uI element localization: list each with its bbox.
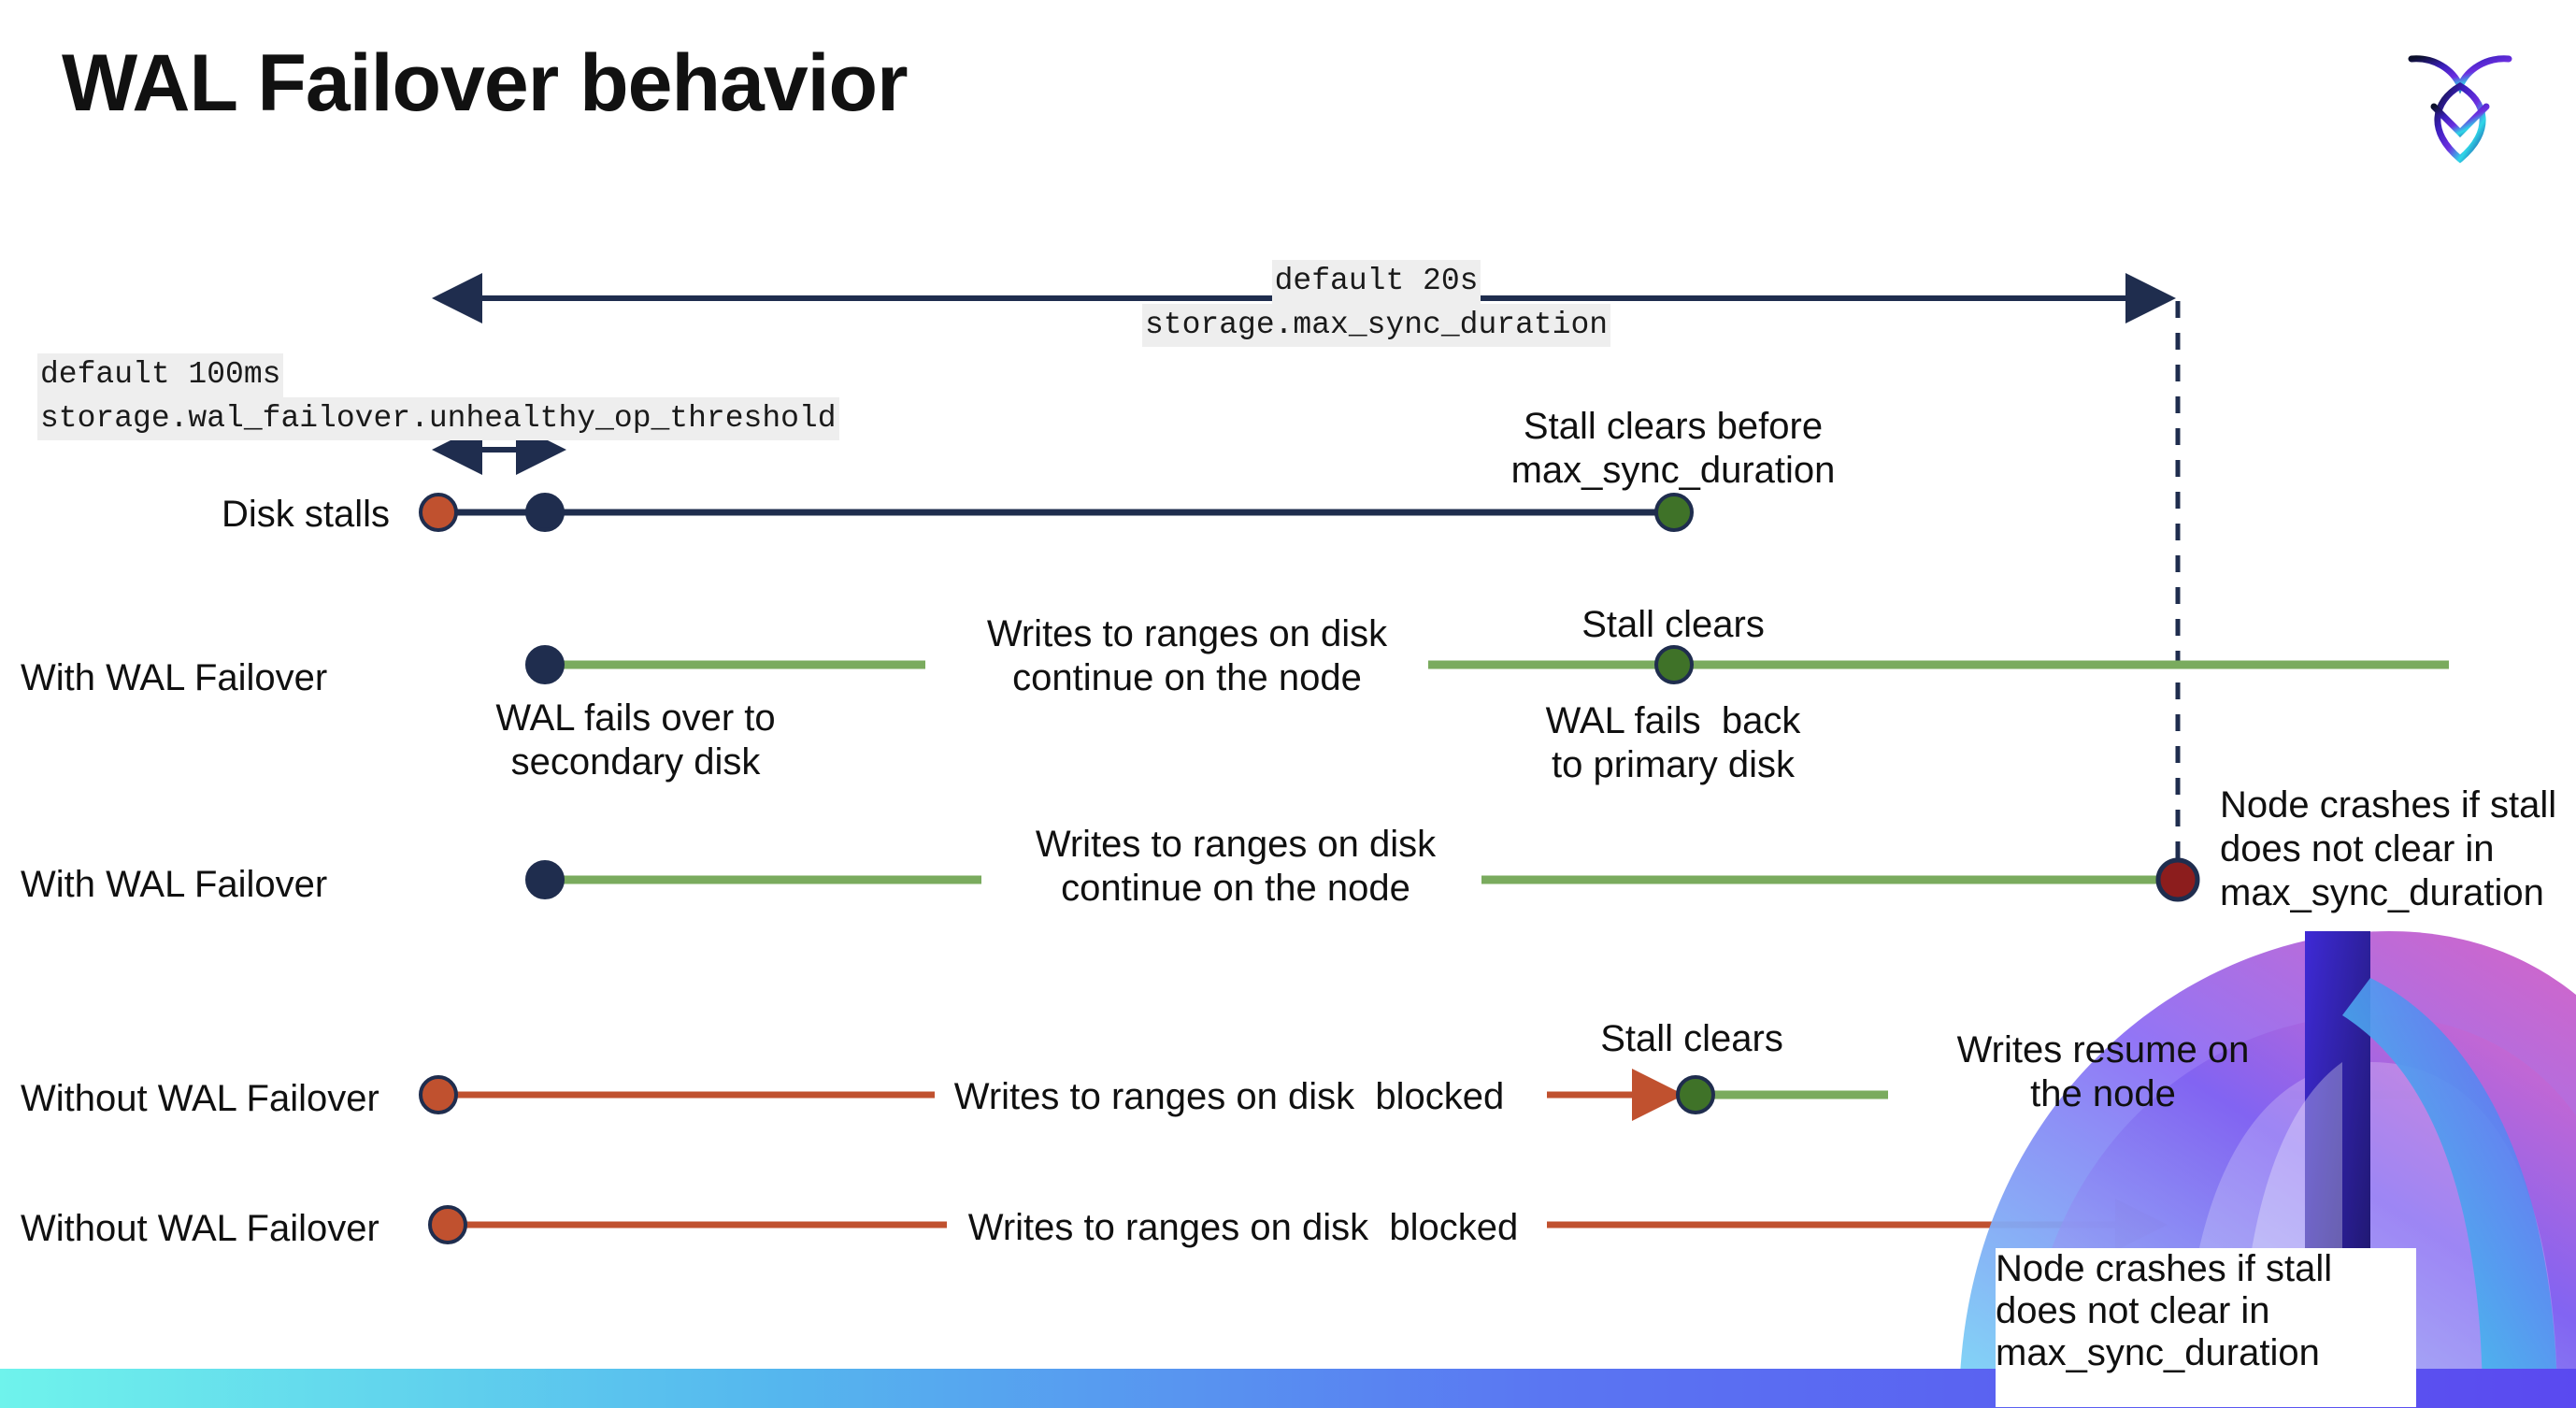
note-stall-clears-1: Stall clears <box>1581 604 1765 645</box>
callout-node-crashes-2: Node crashes if stall does not clear in … <box>1996 1248 2416 1407</box>
note-writes-continue-1: Writes to ranges on disk continue on the… <box>986 613 1388 699</box>
marker-failover-point <box>525 493 565 532</box>
marker-stall-start <box>419 493 458 532</box>
note-writes-blocked-2: Writes to ranges on disk blocked <box>967 1207 1519 1248</box>
page-title: WAL Failover behavior <box>62 38 909 128</box>
row-disk-stalls-track <box>419 493 1694 532</box>
row-label-with-wal-failover-crash: With WAL Failover <box>21 864 328 905</box>
marker-stall-start <box>428 1205 467 1244</box>
note-wal-fails-back: WAL fails back to primary disk <box>1545 700 1801 786</box>
annotation-max-sync-default: default 20s <box>1271 260 1481 304</box>
row-label-with-wal-failover-clears: With WAL Failover <box>21 657 328 698</box>
row-label-without-wal-failover-clears: Without WAL Failover <box>21 1078 379 1119</box>
marker-stall-start <box>419 1075 458 1114</box>
note-writes-blocked-1: Writes to ranges on disk blocked <box>953 1076 1505 1117</box>
marker-failover-point <box>525 645 565 684</box>
note-wal-fails-over: WAL fails over to secondary disk <box>495 697 776 783</box>
marker-stall-clears <box>1654 493 1694 532</box>
annotation-unhealthy-setting: storage.wal_failover.unhealthy_op_thresh… <box>37 396 839 441</box>
cockroachdb-logo-icon <box>2385 28 2535 178</box>
note-writes-continue-2: Writes to ranges on disk continue on the… <box>1035 824 1437 910</box>
annotation-max-sync-setting: storage.max_sync_duration <box>1142 303 1611 348</box>
note-stall-clears-2: Stall clears <box>1600 1018 1783 1059</box>
marker-stall-clears <box>1654 645 1694 684</box>
row-with-wal-failover-crash-track <box>525 857 2200 902</box>
annotation-max-sync-duration: default 20s storage.max_sync_duration <box>1142 260 1611 348</box>
marker-failover-point <box>525 860 565 899</box>
row-label-disk-stalls: Disk stalls <box>222 494 391 535</box>
note-node-crashes-2: Node crashes if stall does not clear in … <box>1996 1248 2333 1373</box>
annotation-unhealthy-default: default 100ms <box>37 353 284 397</box>
marker-stall-clears <box>1676 1075 1715 1114</box>
row-label-without-wal-failover-crash: Without WAL Failover <box>21 1208 379 1249</box>
note-node-crashes-1: Node crashes if stall does not clear in … <box>2220 784 2557 914</box>
note-writes-resume: Writes resume on the node <box>1956 1029 2250 1115</box>
row-with-wal-failover-clears-track <box>525 645 2449 684</box>
marker-node-crash <box>2155 857 2200 902</box>
annotation-unhealthy-op-threshold: default 100ms storage.wal_failover.unhea… <box>37 353 839 441</box>
note-stall-clears-before: Stall clears before max_sync_duration <box>1510 406 1836 492</box>
